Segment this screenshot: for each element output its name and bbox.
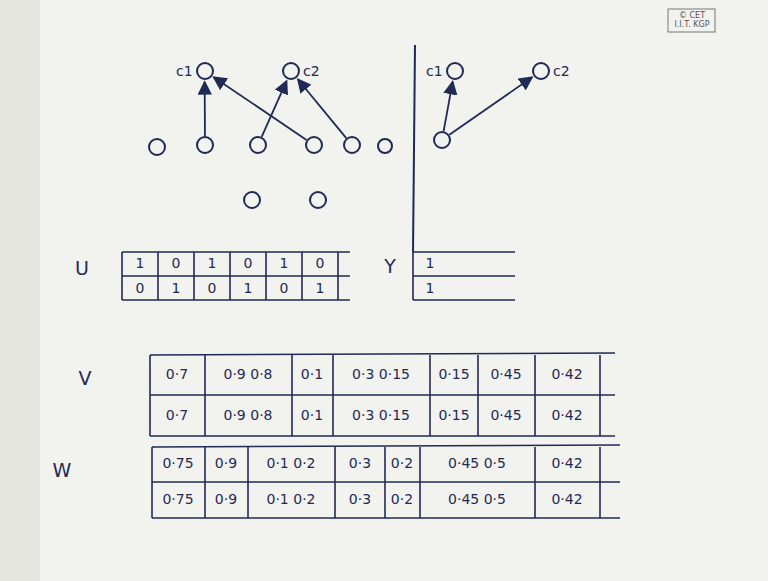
- table-cell: 1: [136, 256, 145, 271]
- neuron-label: c2: [553, 63, 570, 79]
- table-cell: 0·3: [349, 492, 371, 507]
- output-neuron: c1: [176, 62, 214, 80]
- table-cell: 0: [316, 256, 325, 271]
- table-cell: 0: [208, 281, 217, 296]
- table-cell: 0·9 0·8: [224, 408, 273, 423]
- table-cell: 0·3: [349, 456, 371, 471]
- weight-arrow: [204, 82, 206, 136]
- table-cell: 0·9 0·8: [224, 367, 273, 382]
- neuron-label: c1: [426, 63, 443, 79]
- neuron-circle: [196, 62, 214, 80]
- table-cell: 0·1: [301, 408, 323, 423]
- watermark: © CET: [679, 12, 705, 21]
- matrix-name: W: [53, 460, 72, 481]
- table-cell: 0·7: [166, 367, 188, 382]
- divider-line: [413, 45, 415, 252]
- table-cell: 1: [316, 281, 325, 296]
- table-cell: 0·15: [438, 367, 469, 382]
- table-cell: 1: [426, 256, 435, 271]
- table-cell: 0·9: [215, 456, 237, 471]
- table-cell: 1: [172, 281, 181, 296]
- table-cell: 0·3 0·15: [352, 408, 410, 423]
- table-cell: 0·1 0·2: [267, 492, 316, 507]
- paper-shadow: [0, 0, 40, 581]
- neuron-circles: [149, 132, 450, 208]
- neuron-circle: [446, 62, 464, 80]
- table-cell: 0: [172, 256, 181, 271]
- table-cell: 1: [280, 256, 289, 271]
- table-cell: 0: [136, 281, 145, 296]
- table-cell: 0·75: [162, 456, 193, 471]
- table-cell: 0·1: [301, 367, 323, 382]
- table-cell: 0·42: [551, 367, 582, 382]
- matrix-name: V: [79, 368, 92, 389]
- weight-arrow: [444, 82, 453, 131]
- neuron-label: c2: [303, 63, 320, 79]
- table-cell: 1: [426, 281, 435, 296]
- table-cell: 0·42: [551, 456, 582, 471]
- table-cell: 0: [280, 281, 289, 296]
- table-cell: 0·7: [166, 408, 188, 423]
- neuron-circle: [282, 62, 300, 80]
- table-cell: 0·42: [551, 408, 582, 423]
- matrix-name: U: [75, 258, 89, 279]
- weight-arrow: [214, 77, 307, 140]
- watermark-box: [668, 9, 715, 32]
- weight-arrow: [449, 77, 532, 135]
- output-neuron: c2: [282, 62, 320, 80]
- table-cell: 0·1 0·2: [267, 456, 316, 471]
- table-cell: 1: [208, 256, 217, 271]
- table-cell: 0·75: [162, 492, 193, 507]
- weight-arrow: [262, 81, 287, 137]
- matrix-name: Y: [384, 256, 396, 277]
- table-cell: 1: [244, 281, 253, 296]
- table-cell: 0·15: [438, 408, 469, 423]
- output-neuron: c2: [532, 62, 570, 80]
- table-cell: 0·45 0·5: [448, 456, 506, 471]
- output-neuron: c1: [426, 62, 464, 80]
- table-grid: [122, 252, 620, 518]
- weight-arrow: [298, 79, 346, 138]
- table-cell: 0·2: [391, 456, 413, 471]
- neuron-circle: [532, 62, 550, 80]
- table-cell: 0·3 0·15: [352, 367, 410, 382]
- neuron-label: c1: [176, 63, 193, 79]
- table-cell: 0·45: [490, 408, 521, 423]
- watermark: I.I.T. KGP: [674, 21, 709, 30]
- table-cell: 0·2: [391, 492, 413, 507]
- table-cell: 0: [244, 256, 253, 271]
- table-cell: 0·45 0·5: [448, 492, 506, 507]
- table-cell: 0·45: [490, 367, 521, 382]
- table-cell: 0·42: [551, 492, 582, 507]
- table-cell: 0·9: [215, 492, 237, 507]
